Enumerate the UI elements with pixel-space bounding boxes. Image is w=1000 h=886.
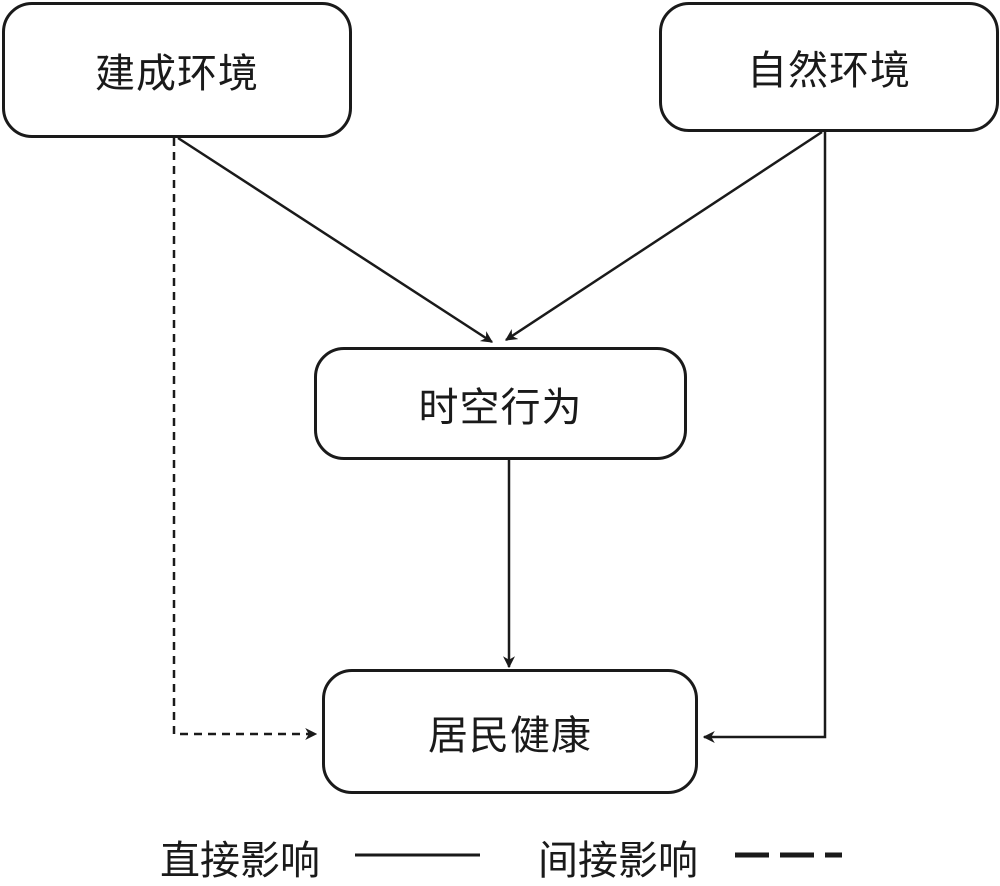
node-spatiotemporal-behavior: 时空行为 bbox=[314, 347, 687, 460]
node-label: 自然环境 bbox=[747, 48, 911, 94]
node-natural-environment: 自然环境 bbox=[659, 2, 999, 132]
edge-natural-to-behavior bbox=[504, 130, 823, 342]
edge-built-to-health-indirect bbox=[172, 138, 318, 740]
edge-built-to-behavior bbox=[177, 136, 494, 344]
legend-indirect-label: 间接影响 bbox=[538, 838, 698, 884]
node-label: 建成环境 bbox=[95, 51, 259, 97]
node-label: 时空行为 bbox=[418, 384, 583, 431]
node-resident-health: 居民健康 bbox=[322, 669, 698, 794]
edge-natural-to-health bbox=[702, 132, 827, 743]
legend-direct-label: 直接影响 bbox=[160, 838, 320, 884]
node-label: 居民健康 bbox=[428, 712, 592, 759]
node-built-environment: 建成环境 bbox=[2, 2, 352, 138]
